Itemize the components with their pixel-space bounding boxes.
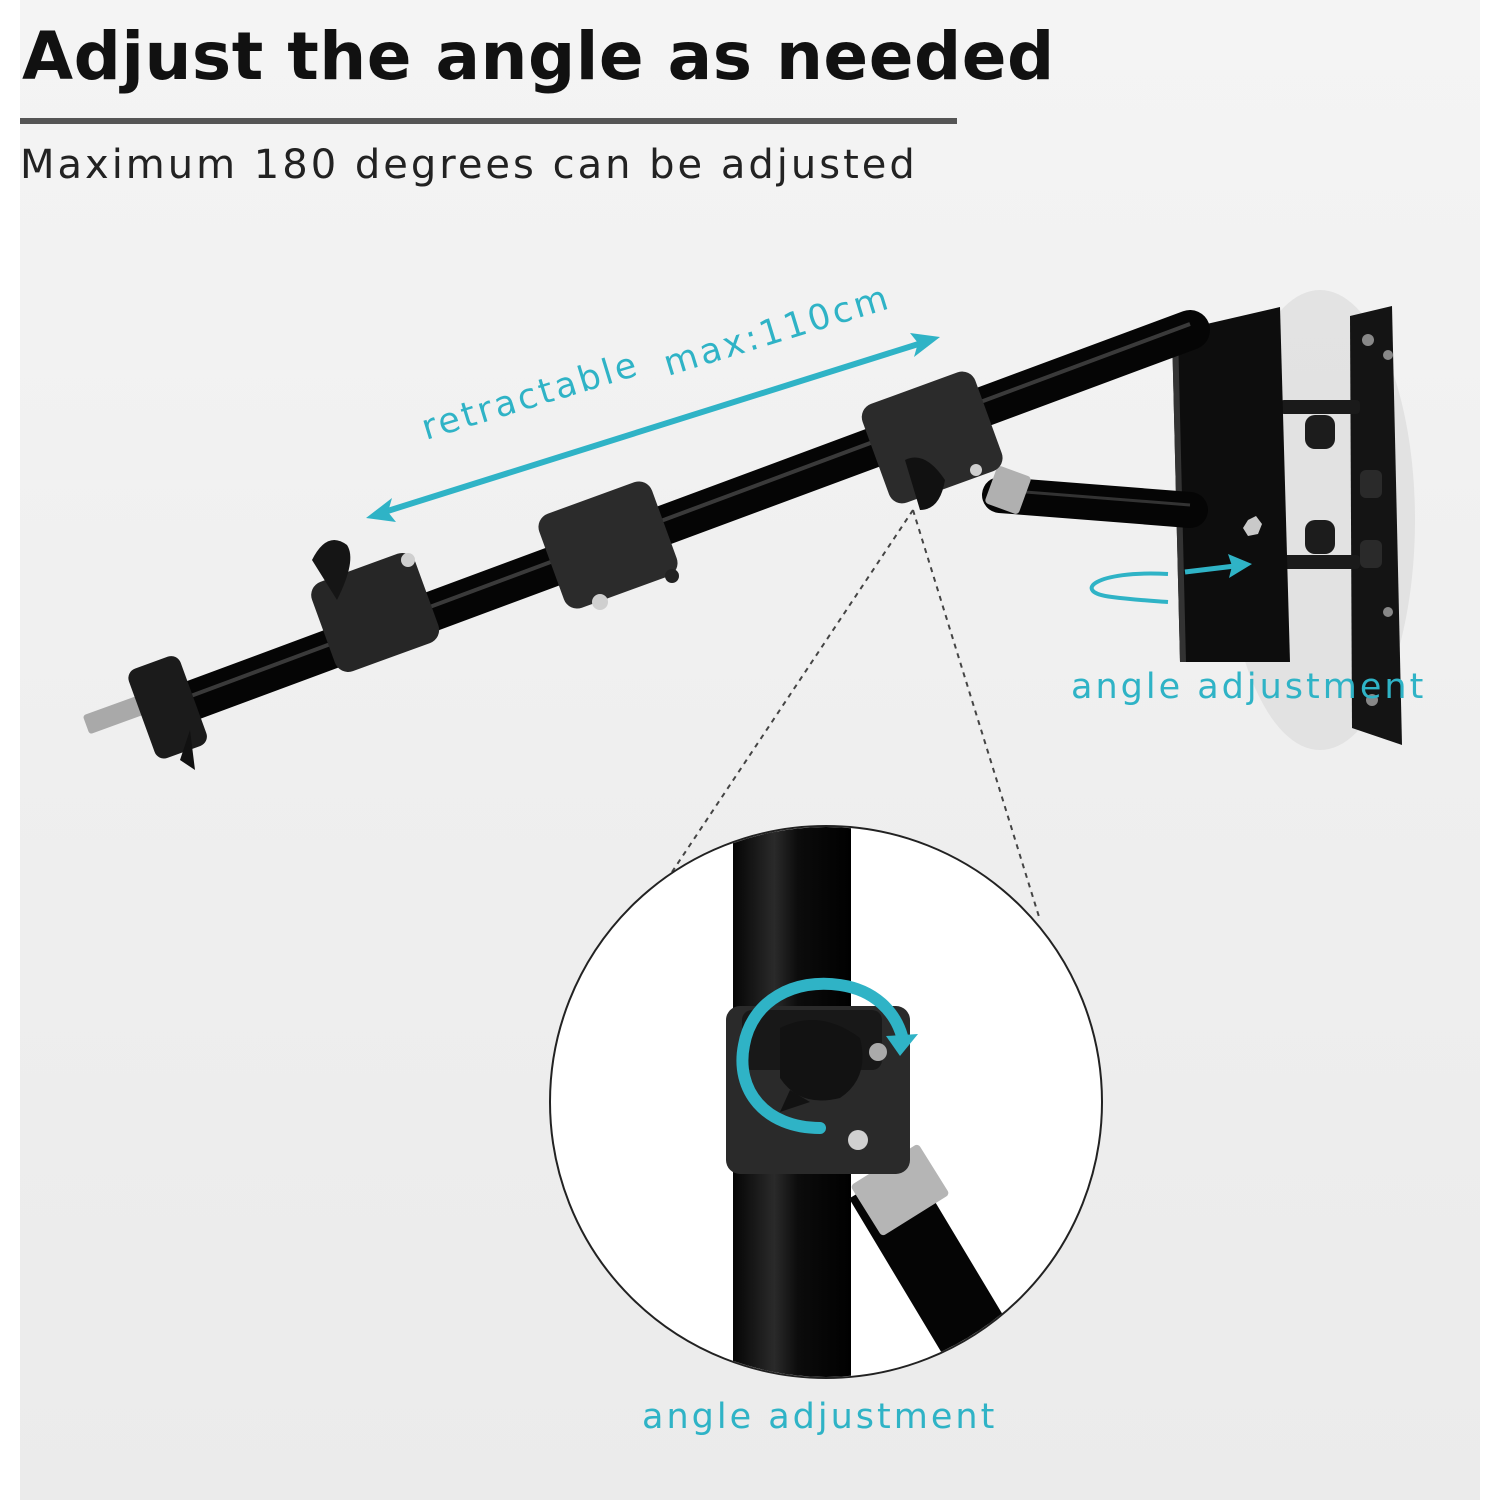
- rotate-arrow-clamp-icon: [736, 977, 918, 1134]
- zoom-detail-lens: [549, 825, 1103, 1379]
- max-length-label: max:110cm: [659, 278, 896, 385]
- angle-adjustment-clamp-label: angle adjustment: [642, 1397, 997, 1437]
- angle-adjustment-bracket-label: angle adjustment: [1071, 667, 1426, 707]
- page-subtitle: Maximum 180 degrees can be adjusted: [20, 142, 918, 188]
- rotate-arrow-bracket-icon: [1089, 554, 1252, 604]
- extend-arrow-icon: [366, 333, 940, 522]
- mount-bracket-box: [1172, 307, 1290, 662]
- section-lock-3: [538, 481, 679, 610]
- telescopic-arm: [83, 310, 1210, 770]
- section-lock-1: [128, 656, 207, 770]
- wall-mount-plate: [1280, 306, 1402, 745]
- section-lock-2: [311, 540, 440, 672]
- section-lock-4: [861, 371, 1003, 510]
- page-title: Adjust the angle as needed: [22, 18, 1055, 95]
- retractable-label: retractable: [417, 344, 644, 448]
- zoom-guide-lines: [667, 509, 1041, 921]
- title-divider: [20, 118, 957, 124]
